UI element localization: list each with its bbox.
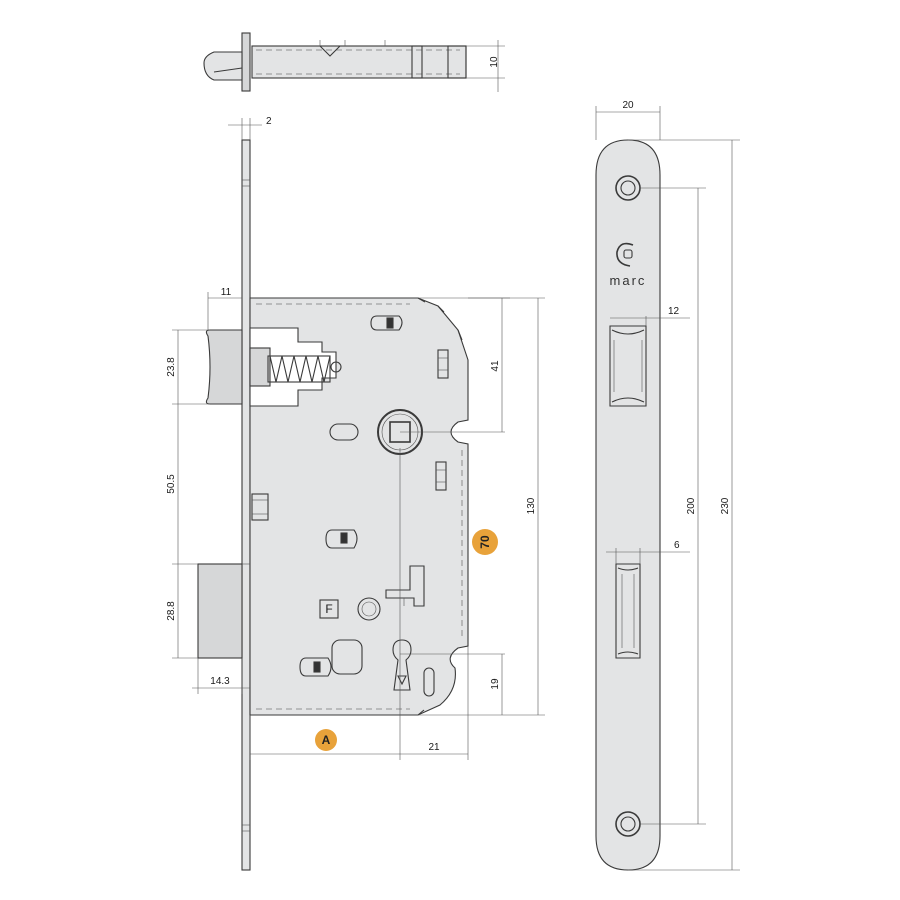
top-view: 10 [203,32,505,92]
dead-bolt [197,563,243,659]
dim-plate-height: 230 [720,497,731,514]
dim-plate-width: 20 [622,100,634,111]
dim-bolt-projection: 14.3 [210,676,230,687]
center-distance-badge [472,529,498,555]
front-plate-dimensions: 20 12 6 200 230 [595,100,740,871]
dim-case-height: 130 [526,497,537,514]
rivet-slot-bottom [299,657,332,677]
faceplate [241,139,251,871]
dim-latch-to-bolt: 50.5 [166,474,177,494]
lock-case [249,297,469,716]
dim-bolt-height: 28.8 [166,601,177,621]
top-view-body [251,45,467,79]
keyhole [392,639,412,691]
side-view: F [197,139,505,871]
dim-follower-from-top: 41 [490,360,501,372]
brand-logo-text: marc [610,273,647,288]
front-plate [595,139,661,871]
side-view-dimensions: 2 11 23.8 50.5 28.8 14.3 41 130 [166,116,545,760]
top-view-latch [203,51,243,81]
backset-label: A [322,733,331,747]
dim-faceplate-thickness: 2 [266,116,272,127]
rivet-slot-middle [325,529,358,549]
dim-latch-opening: 12 [668,306,680,317]
case-marking: F [325,602,332,616]
center-distance-label: 70 [478,535,492,549]
dim-top-thickness: 10 [489,56,500,68]
dim-keyhole-offset: 21 [428,742,440,753]
backset-badge [315,729,337,751]
dim-keyhole-from-bottom: 19 [490,678,501,690]
marc-logo: marc [610,242,647,288]
front-plate-view: marc [595,139,661,871]
dim-bolt-opening: 6 [674,540,680,551]
dim-hole-spacing: 200 [686,497,697,514]
latch-bolt [205,329,243,405]
dim-latch-projection: 11 [221,287,232,298]
dim-latch-height: 23.8 [166,357,177,377]
rivet-slot-top [370,315,403,331]
top-view-faceplate [241,32,251,92]
